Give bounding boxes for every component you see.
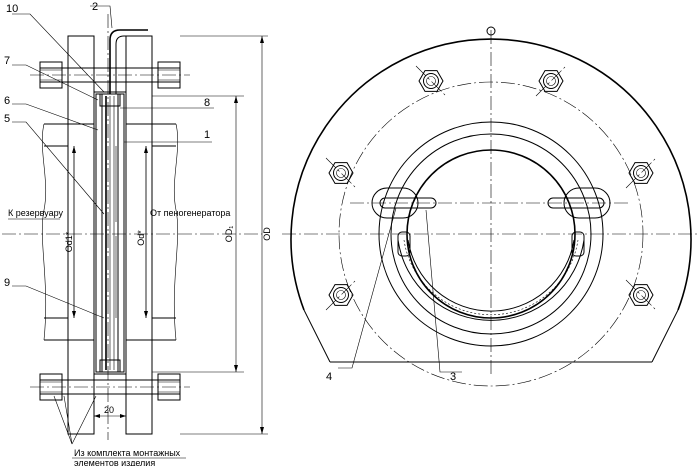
- flange-outline: [290, 38, 692, 311]
- callout-3: 3: [450, 371, 456, 383]
- dimension-lines: [72, 35, 268, 435]
- callout-2: 2: [92, 1, 98, 13]
- callout-4: 4: [326, 371, 332, 383]
- label-kit-line-1: Из комплекта монтажных: [74, 448, 181, 458]
- gasket-right: [117, 93, 125, 373]
- membrane-disc: [406, 149, 576, 319]
- gasket-left: [95, 93, 103, 373]
- top-mark: [486, 26, 496, 36]
- label-kit-line-2: элементов изделия: [74, 458, 155, 466]
- callout-6: 6: [4, 95, 10, 107]
- label-to-tank: К резервуару: [8, 208, 63, 218]
- callout-9: 9: [4, 277, 10, 289]
- nut-5: [328, 284, 354, 306]
- section-view: 10 2 7 6 5 8 1 9 К резервуару От пеноген…: [2, 1, 272, 466]
- flange-right-top: [125, 35, 153, 125]
- flange-left-bottom: [67, 339, 95, 435]
- dim-od1: OD₁: [224, 226, 234, 243]
- leaders-left: [12, 5, 214, 445]
- callout-10: 10: [6, 3, 18, 15]
- nut-2: [538, 70, 564, 92]
- callout-8: 8: [204, 97, 210, 109]
- dim-od: OD: [262, 227, 272, 241]
- dim-od1-star: Od1*: [64, 231, 74, 252]
- dim-od-star: Od*: [136, 230, 146, 246]
- callout-7: 7: [4, 55, 10, 67]
- front-view: 4 3: [282, 26, 700, 387]
- flange-left-top: [67, 35, 95, 125]
- callout-5: 5: [4, 113, 10, 125]
- nut-3: [328, 162, 354, 184]
- hook-pin: [109, 29, 148, 94]
- bolt-circle: [338, 81, 644, 387]
- label-from-foam-generator: От пеногенератора: [150, 208, 230, 218]
- callout-1: 1: [204, 129, 210, 141]
- nut-4: [628, 162, 654, 184]
- dim-width: 20: [104, 405, 114, 415]
- nut-1: [418, 70, 444, 92]
- bolt-bottom: [30, 373, 190, 401]
- outer-ring: [378, 121, 604, 347]
- nut-6: [628, 284, 654, 306]
- inner-ring: [390, 133, 592, 335]
- pipe-right: [145, 123, 179, 341]
